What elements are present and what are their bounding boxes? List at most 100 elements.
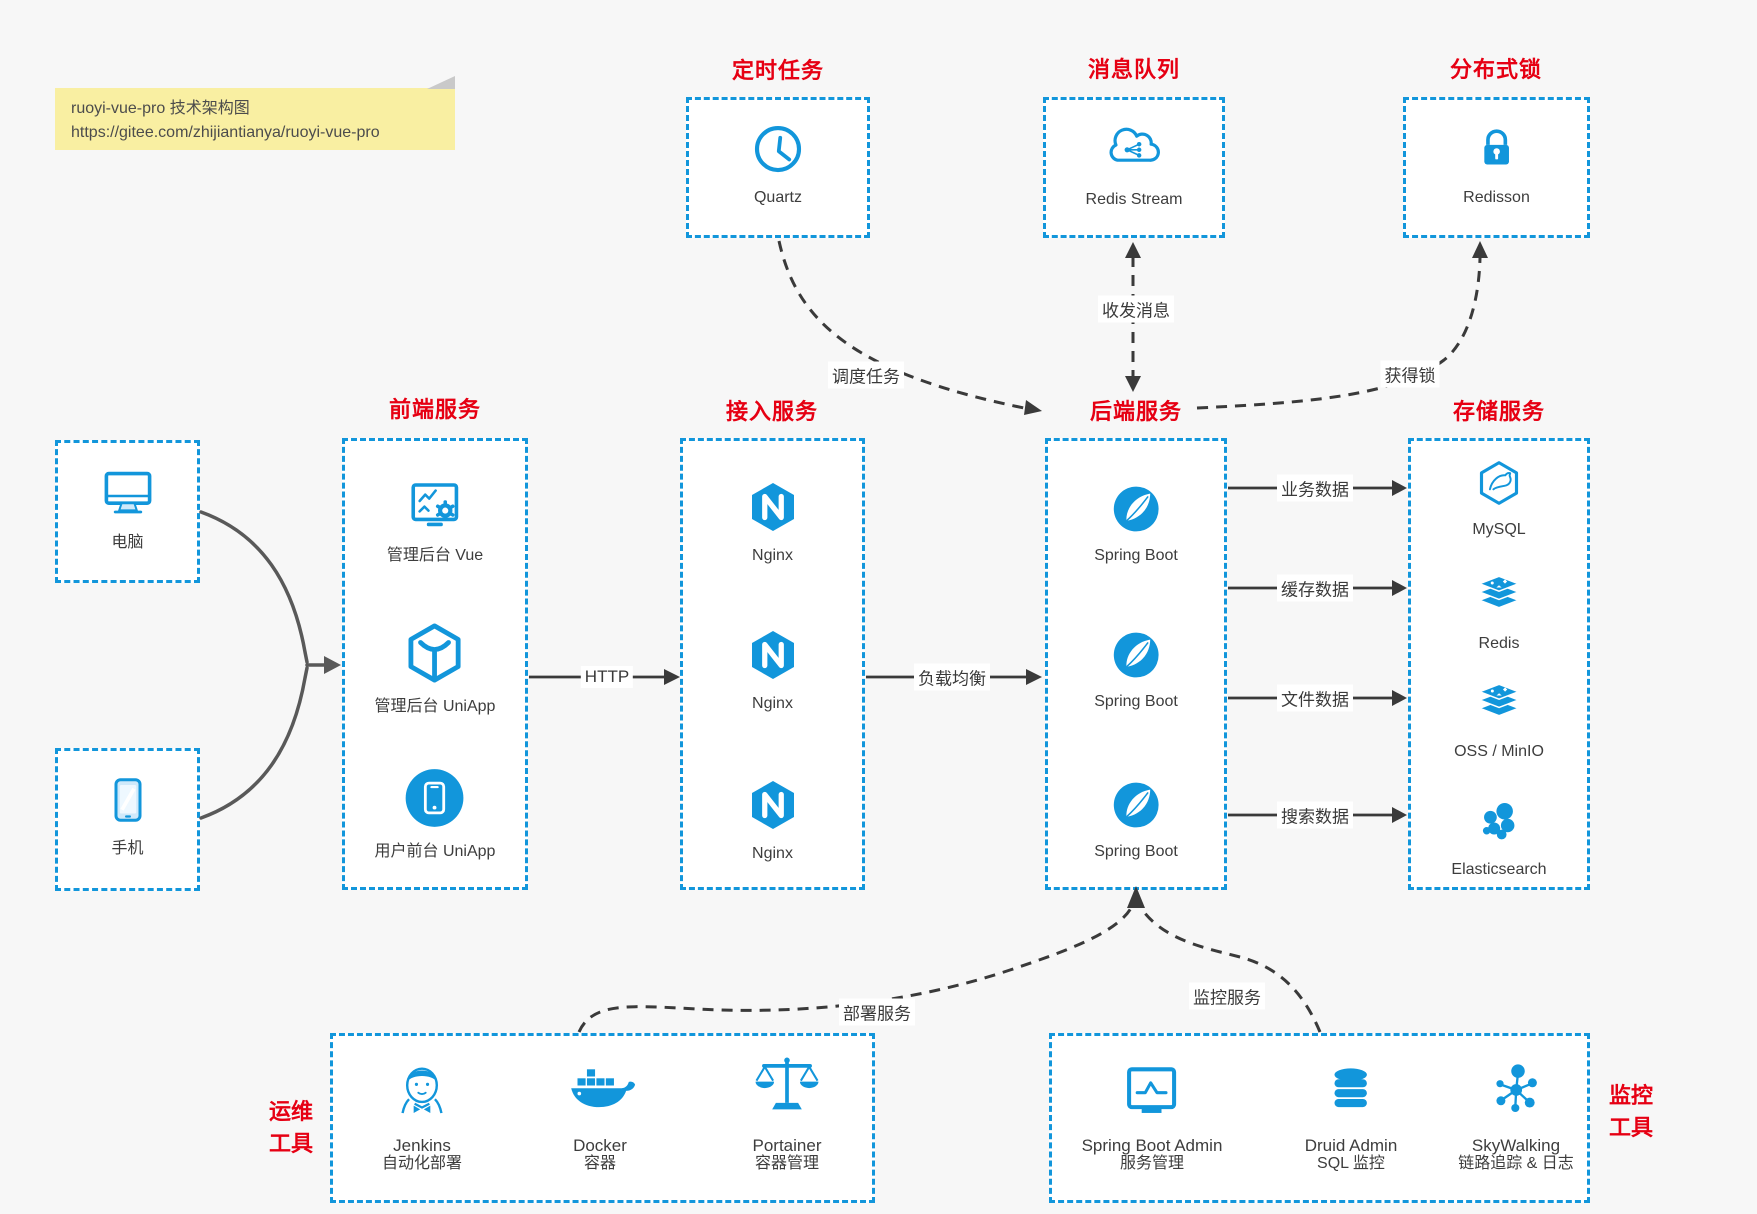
deploy-service-label: 部署服务 — [839, 998, 915, 1026]
http-arrowhead — [664, 669, 680, 685]
spring-boot-icon — [1108, 627, 1164, 683]
file-data-arrowhead — [1392, 690, 1407, 706]
computer-label: 电脑 — [111, 534, 144, 551]
nginx-icon — [743, 625, 803, 685]
nginx-node-2: Nginx — [743, 625, 803, 713]
distributed-lock-title: 分布式锁 — [1449, 57, 1543, 82]
nginx-node-3: Nginx — [743, 775, 803, 863]
load-balance-arrowhead — [1026, 669, 1042, 685]
client-merge-arrowhead — [324, 656, 341, 674]
dispatch-task-label: 调度任务 — [828, 361, 904, 389]
spring-boot-node-1: Spring Boot — [1094, 481, 1178, 565]
monitoring-box: Spring Boot Admin 服务管理 Druid Admin SQL 监… — [1049, 1033, 1590, 1203]
storage-box: MySQL Redis OSS / MinIO Elasticsearch — [1408, 438, 1590, 890]
dispatch-arrowhead — [1024, 400, 1042, 415]
acquire-lock-label: 获得锁 — [1380, 360, 1440, 388]
distributed-lock-box: Redisson — [1403, 97, 1590, 238]
cache-data-arrowhead — [1392, 580, 1407, 596]
monitor-service-label: 监控服务 — [1189, 982, 1265, 1010]
mysql-label: MySQL — [1472, 521, 1526, 538]
lock-arrowhead — [1472, 241, 1488, 258]
redis-stream-label: Redis Stream — [1085, 191, 1183, 208]
cache-data-label: 缓存数据 — [1277, 574, 1353, 602]
smartphone-icon — [98, 770, 158, 830]
redis-label: Redis — [1478, 635, 1520, 652]
storage-title: 存储服务 — [1452, 399, 1546, 424]
docker-node: Docker 容器 — [564, 1054, 636, 1175]
messages-down-arrowhead — [1125, 376, 1141, 392]
business-data-label: 业务数据 — [1277, 474, 1353, 502]
portainer-scales-icon — [750, 1052, 824, 1126]
spring-boot-node-2: Spring Boot — [1094, 627, 1178, 711]
portainer-label: Portainer — [752, 1136, 822, 1155]
messages-up-arrowhead — [1125, 242, 1141, 258]
scheduled-tasks-title: 定时任务 — [731, 58, 825, 83]
druid-desc: SQL 监控 — [1317, 1155, 1385, 1173]
monitoring-side-label: 监控 工具 — [1609, 1080, 1653, 1144]
admin-uniapp-node: 管理后台 UniApp — [375, 618, 495, 716]
nginx-label-3: Nginx — [752, 845, 793, 862]
docker-label: Docker — [573, 1136, 627, 1155]
skywalking-node: SkyWalking 链路追踪 & 日志 — [1458, 1054, 1574, 1175]
jenkins-desc: 自动化部署 — [381, 1155, 463, 1173]
skywalking-desc: 链路追踪 & 日志 — [1458, 1155, 1574, 1173]
ops-side-label-line2: 工具 — [268, 1131, 314, 1156]
sticky-note: ruoyi-vue-pro 技术架构图 https://gitee.com/zh… — [55, 76, 455, 150]
file-data-label: 文件数据 — [1277, 684, 1353, 712]
sba-desc: 服务管理 — [1119, 1155, 1184, 1173]
phone-box: 手机 — [55, 748, 200, 891]
message-queue-box: Redis Stream — [1043, 97, 1225, 238]
nginx-node-1: Nginx — [743, 477, 803, 565]
skywalking-label: SkyWalking — [1471, 1136, 1561, 1155]
business-data-arrowhead — [1392, 480, 1407, 496]
load-balance-label: 负载均衡 — [914, 663, 990, 691]
mysql-node: MySQL — [1471, 455, 1527, 539]
quartz-label: Quartz — [753, 189, 802, 206]
access-title: 接入服务 — [725, 399, 819, 424]
http-label: HTTP — [580, 666, 634, 688]
druid-db-icon — [1315, 1054, 1387, 1126]
spring-boot-label-3: Spring Boot — [1094, 843, 1178, 860]
message-queue-title: 消息队列 — [1087, 57, 1181, 82]
ops-box: Jenkins 自动化部署 Docker 容器 Portainer 容器管理 — [330, 1033, 875, 1203]
search-data-arrowhead — [1392, 807, 1407, 823]
redis-node: Redis — [1469, 565, 1529, 653]
monitoring-side-label-line1: 监控 — [1608, 1083, 1654, 1109]
druid-label: Druid Admin — [1304, 1136, 1398, 1155]
spring-boot-node-3: Spring Boot — [1094, 777, 1178, 861]
spring-boot-icon — [1108, 777, 1164, 833]
druid-node: Druid Admin SQL 监控 — [1304, 1054, 1398, 1175]
cloud-mq-icon — [1102, 117, 1166, 181]
mysql-icon — [1471, 455, 1527, 511]
ops-side-label-line1: 运维 — [268, 1099, 314, 1125]
oss-minio-node: OSS / MinIO — [1454, 673, 1544, 761]
edge-client-merge — [199, 510, 326, 820]
frontend-box: 管理后台 Vue 管理后台 UniApp 用户前台 UniApp — [342, 438, 528, 890]
skywalking-icon — [1480, 1054, 1552, 1126]
docker-desc: 容器 — [583, 1155, 616, 1173]
monitoring-side-label-line2: 工具 — [1608, 1115, 1654, 1140]
user-app-icon — [400, 763, 470, 833]
edge-monitor-service — [1139, 907, 1322, 1033]
send-receive-msg-label: 收发消息 — [1098, 295, 1174, 323]
backend-title: 后端服务 — [1089, 399, 1183, 424]
elasticsearch-label: Elasticsearch — [1451, 861, 1547, 878]
portainer-node: Portainer 容器管理 — [750, 1052, 824, 1175]
sba-label: Spring Boot Admin — [1081, 1136, 1223, 1155]
jenkins-node: Jenkins 自动化部署 — [382, 1052, 462, 1175]
computer-box: 电脑 — [55, 440, 200, 583]
note-title: ruoyi-vue-pro 技术架构图 — [71, 100, 250, 117]
nginx-icon — [743, 775, 803, 835]
backend-box: Spring Boot Spring Boot Spring Boot — [1045, 438, 1227, 890]
lock-icon — [1467, 121, 1525, 179]
nginx-label-2: Nginx — [752, 695, 793, 712]
nginx-label-1: Nginx — [752, 547, 793, 564]
storage-stack-icon — [1469, 673, 1529, 733]
elasticsearch-node: Elasticsearch — [1451, 791, 1547, 879]
frontend-title: 前端服务 — [388, 397, 482, 422]
desktop-icon — [96, 460, 160, 524]
note-url: https://gitee.com/zhijiantianya/ruoyi-vu… — [71, 124, 380, 141]
admin-vue-label: 管理后台 Vue — [386, 547, 484, 564]
clock-icon — [748, 119, 808, 179]
